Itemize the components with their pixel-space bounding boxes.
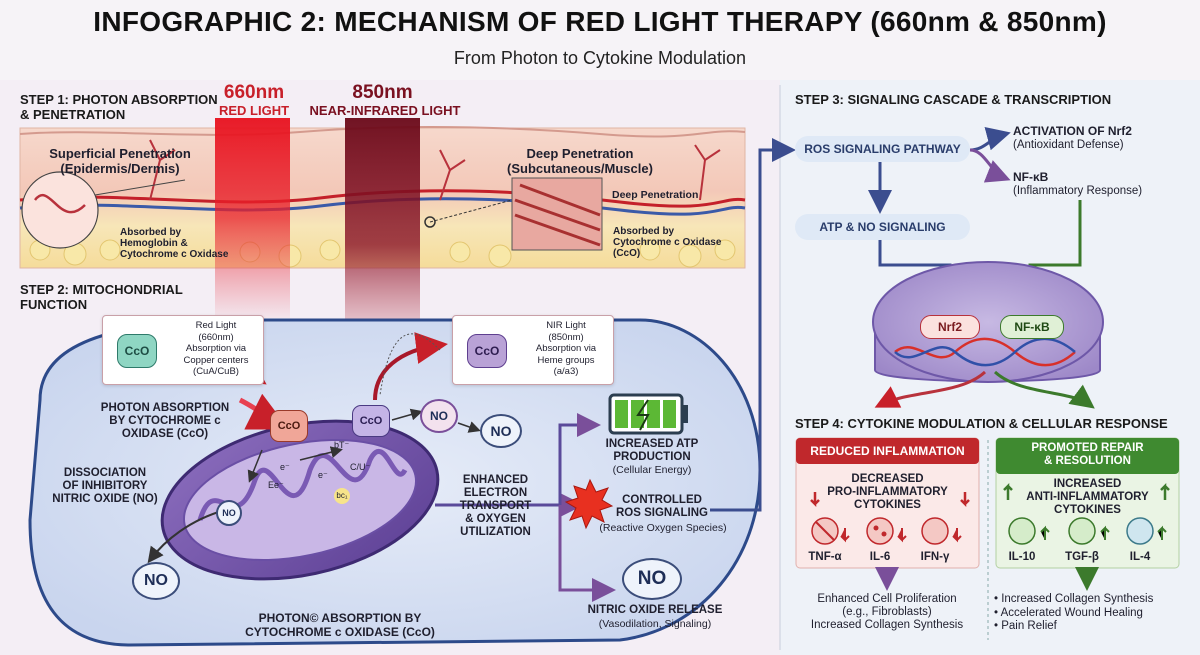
no-molecule-icon: NO — [216, 500, 242, 526]
superficial-absorption-note: Absorbed by Hemoglobin & Cytochrome c Ox… — [120, 227, 229, 260]
nfkb-label: NF-κB — [1013, 170, 1049, 184]
superficial-penetration-label: Superficial Penetration (Epidermis/Dermi… — [49, 146, 191, 176]
no-bubble: NO — [480, 414, 522, 448]
no-release-sub: (Vasodilation, Signaling) — [598, 618, 712, 630]
result-item: • Pain Relief — [994, 620, 1057, 632]
atp-production-label: INCREASED ATP PRODUCTION — [605, 438, 699, 463]
red-light-card: CcO Red Light (660nm) Absorption via Cop… — [102, 315, 264, 385]
left-result-text: Enhanced Cell Proliferation (e.g., Fibro… — [810, 593, 964, 631]
ros-signaling-label: CONTROLLED ROS SIGNALING — [615, 494, 708, 519]
nfkb-sub: (Inflammatory Response) — [1013, 185, 1143, 197]
deep-penetration-label: Deep Penetration (Subcutaneous/Muscle) — [507, 146, 653, 176]
step2-heading: STEP 2: MITOCHONDRIAL FUNCTION — [20, 282, 183, 312]
atp-production-sub: (Cellular Energy) — [612, 464, 692, 476]
cco-icon: CcO — [117, 334, 157, 368]
nir-light-card: CcO NIR Light (850nm) Absorption via Hem… — [452, 315, 614, 385]
reduced-inflammation-header: REDUCED INFLAMMATION — [810, 444, 965, 458]
result-item: • Accelerated Wound Healing — [994, 606, 1143, 619]
step1-heading: STEP 1: PHOTON ABSORPTION & PENETRATION — [20, 92, 218, 122]
electron-label: C/U⁻ — [350, 462, 371, 472]
cytokine-il-4: IL-4 — [1129, 551, 1151, 563]
deep-penetration-tag: Deep Penetration — [612, 189, 699, 201]
cco-red-icon: CcO — [270, 410, 308, 442]
cytokine-il-6: IL-6 — [869, 551, 891, 563]
enhanced-electron-transport-label: ENHANCED ELECTRON TRANSPORT & OXYGEN UTI… — [459, 474, 532, 538]
nir-light-label: NEAR-INFRARED LIGHT — [309, 103, 461, 118]
step4-heading: STEP 4: CYTOKINE MODULATION & CELLULAR R… — [795, 416, 1168, 431]
red-light-card-text: Red Light (660nm) Absorption via Copper … — [183, 320, 249, 377]
no-release-bubble: NO — [622, 558, 682, 600]
cytokine-tgf-beta: TGF-β — [1065, 551, 1099, 563]
cytokine-tnf-alpha: TNF-α — [808, 551, 842, 563]
nrf2-activation-label: ACTIVATION OF Nrf2 — [1013, 124, 1132, 138]
dissociation-label: DISSOCIATION OF INHIBITORY NITRIC OXIDE … — [52, 467, 158, 505]
nir-light-card-text: NIR Light (850nm) Absorption via Heme gr… — [535, 320, 597, 377]
red-wavelength: 660nm — [223, 82, 285, 103]
nrf2-activation-sub: (Antioxidant Defense) — [1013, 139, 1124, 151]
photon-absorption-caption: PHOTON© ABSORPTION BY CYTOCHROME c OXIDA… — [245, 611, 435, 639]
page-subtitle: From Photon to Cytokine Modulation — [453, 48, 747, 68]
no-release-label: NITRIC OXIDE RELEASE — [587, 604, 723, 616]
electron-label: e⁻ — [318, 470, 328, 480]
electron-label: e⁻ — [280, 462, 290, 472]
right-result-list: • Increased Collagen Synthesis • Acceler… — [994, 593, 1194, 634]
atp-no-box: ATP & NO SIGNALING — [795, 214, 970, 240]
cytokine-ifn-gamma: IFN-γ — [920, 551, 950, 563]
result-item: • Increased Collagen Synthesis — [994, 593, 1154, 605]
electron-label: bT⁻ — [334, 440, 350, 450]
promoted-repair-header: PROMOTED REPAIR & RESOLUTION — [1031, 442, 1144, 467]
nfkb-tag: NF-κB — [1000, 315, 1064, 339]
complex-icon: bc₁ — [334, 488, 350, 504]
no-bubble: NO — [420, 399, 458, 433]
decreased-cytokines-label: DECREASED PRO-INFLAMMATORY CYTOKINES — [827, 473, 948, 511]
page-title: INFOGRAPHIC 2: MECHANISM OF RED LIGHT TH… — [93, 6, 1107, 37]
cco-icon: CcO — [467, 334, 507, 368]
red-light-label: RED LIGHT — [218, 103, 290, 118]
increased-cytokines-label: INCREASED ANTI-INFLAMMATORY CYTOKINES — [1026, 478, 1149, 516]
deep-absorption-note: Absorbed by Cytochrome c Oxidase (CcO) — [613, 226, 722, 259]
ros-signaling-sub: (Reactive Oxygen Species) — [599, 522, 727, 534]
cytokine-il-10: IL-10 — [1008, 551, 1036, 563]
nrf2-tag: Nrf2 — [920, 315, 980, 339]
cco-nir-icon: CcO — [352, 405, 390, 437]
ros-pathway-box: ROS SIGNALING PATHWAY — [795, 136, 970, 162]
nir-wavelength: 850nm — [352, 82, 413, 103]
photon-absorption-label: PHOTON ABSORPTION BY CYTOCHROME c OXIDAS… — [100, 402, 230, 440]
step3-heading: STEP 3: SIGNALING CASCADE & TRANSCRIPTIO… — [795, 92, 1112, 107]
no-bubble: NO — [132, 562, 180, 600]
electron-label: Ee⁻ — [268, 480, 284, 490]
